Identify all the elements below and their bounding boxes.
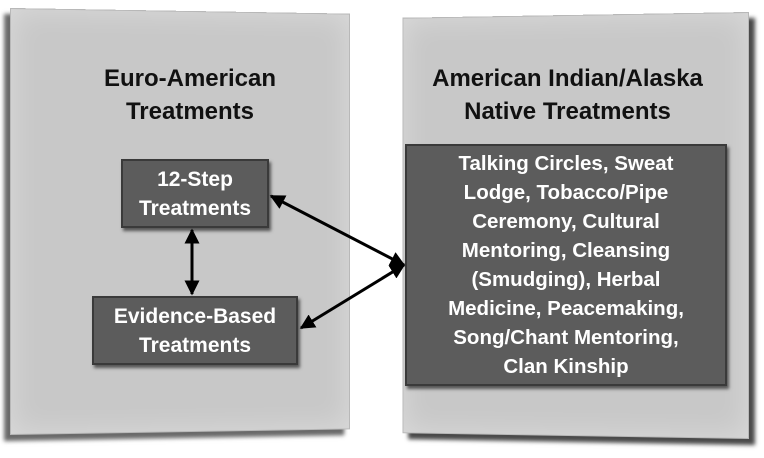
native-treatments-box: Talking Circles, Sweat Lodge, Tobacco/Pi… xyxy=(405,144,727,386)
twelve-step-box: 12-Step Treatments xyxy=(121,159,269,228)
native-treatments-heading: American Indian/Alaska Native Treatments xyxy=(432,65,703,125)
evidence-based-label: Evidence-Based Treatments xyxy=(113,304,277,357)
evidence-based-box: Evidence-Based Treatments xyxy=(92,296,298,365)
twelve-step-label: 12-Step Treatments xyxy=(138,167,252,220)
euro-american-heading: Euro-American Treatments xyxy=(103,65,277,125)
native-treatments-label: Talking Circles, Sweat Lodge, Tobacco/Pi… xyxy=(448,152,684,378)
